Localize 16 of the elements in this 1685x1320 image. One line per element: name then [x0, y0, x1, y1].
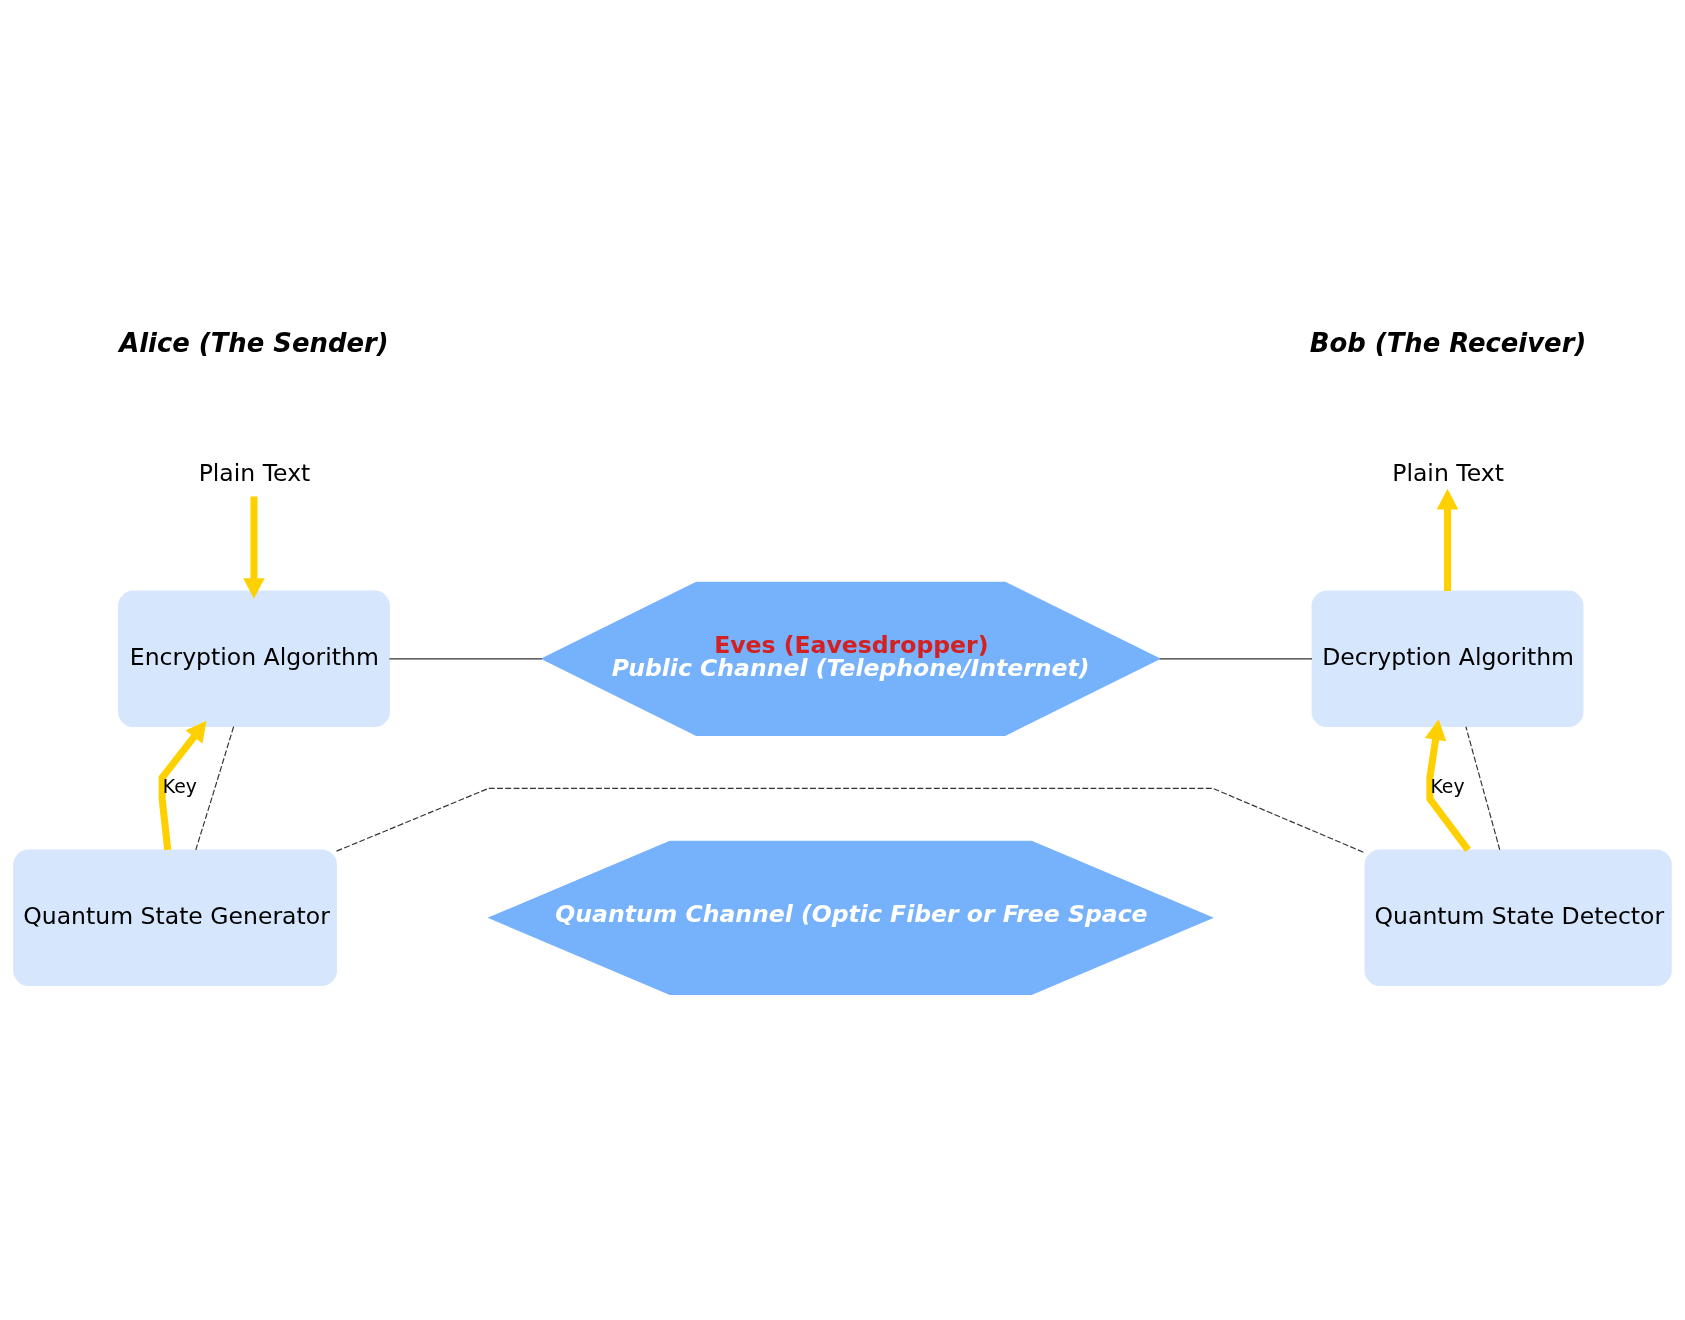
node-box: Encryption Algorithm: [118, 590, 390, 728]
arrow: [1424, 719, 1471, 852]
node-box: Decryption Algorithm: [1311, 590, 1584, 728]
label: Bob (The Receiver): [1309, 328, 1587, 359]
node-text: Plain Text: [1392, 459, 1504, 488]
connector: [1159, 658, 1313, 660]
node-text: Plain Text: [198, 459, 311, 488]
connector: [335, 787, 1366, 854]
arrow: [1436, 488, 1459, 592]
connector: [388, 658, 543, 660]
connector: [1465, 726, 1501, 851]
connector: [195, 726, 235, 851]
node-box: Quantum State Detector: [1364, 849, 1672, 987]
node-box: Quantum State Generator: [13, 849, 337, 987]
label: Alice (The Sender): [119, 328, 389, 359]
arrow: [158, 720, 207, 851]
